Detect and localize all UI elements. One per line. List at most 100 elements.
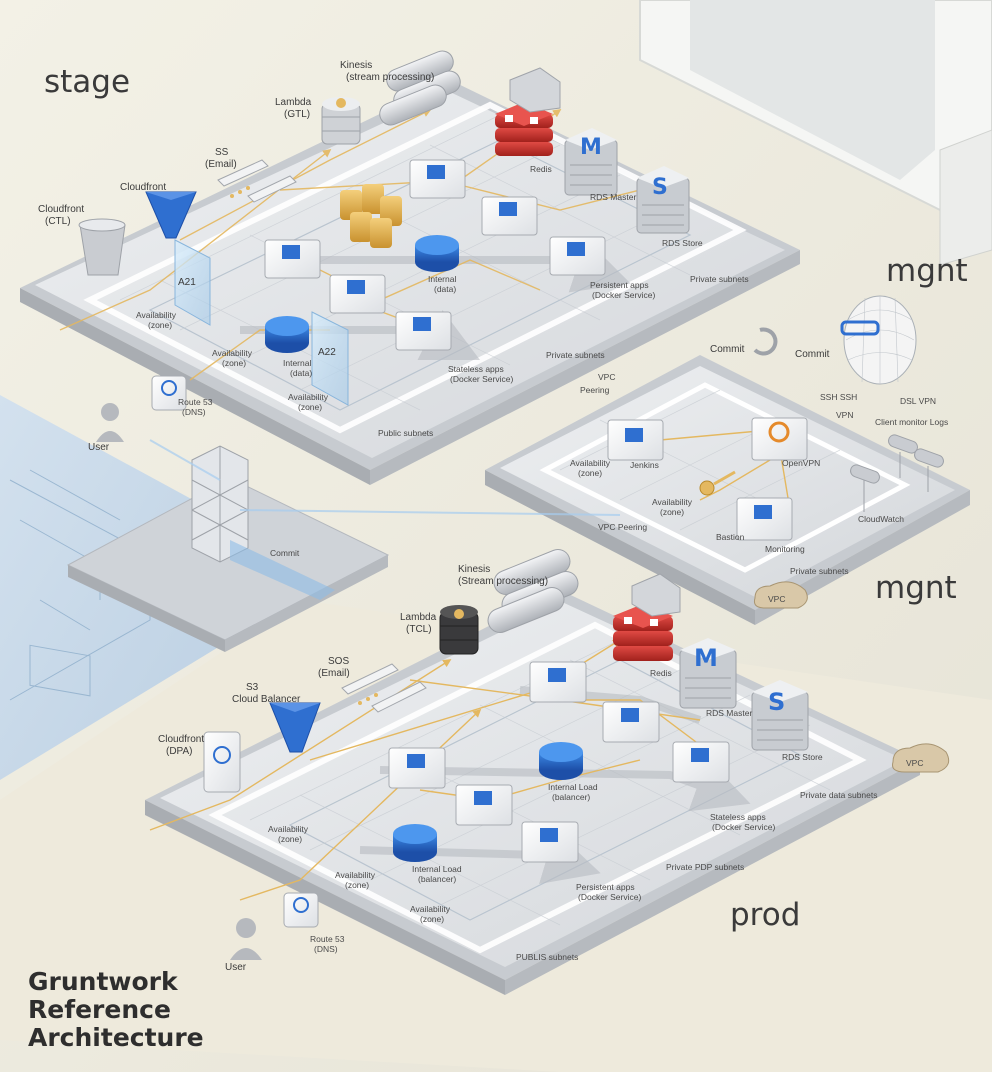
stage-sns-label: SS (215, 147, 229, 158)
mgnt-bastion-cube (736, 497, 793, 541)
prod-lambda-sub: (TCL) (406, 624, 432, 635)
prod-persistent-label: Persistent apps (576, 882, 635, 892)
stage-private-subnets2-label: Private subnets (546, 350, 605, 360)
stage-redis-icon (495, 102, 553, 156)
prod-availability2-label: Availability (335, 870, 376, 880)
stage-az1-label: A21 (178, 277, 196, 288)
stage-house-icon (509, 67, 561, 113)
prod-rds-master-icon: M (679, 638, 737, 709)
stage-availability2-sub: (zone) (222, 358, 246, 368)
cloudwatch-cameras-icon (850, 434, 944, 512)
prod-internal2-sub: (balancer) (418, 874, 456, 884)
stage-rds-store-label: RDS Store (662, 238, 703, 248)
prod-availability1-label: Availability (268, 824, 309, 834)
prod-sos-bar-icon (341, 663, 427, 713)
prod-route53-label: Route 53 (310, 934, 345, 944)
prod-kinesis-sub: (Stream processing) (458, 576, 548, 587)
stage-sns-sub: (Email) (205, 159, 237, 170)
prod-availability3-sub: (zone) (420, 914, 444, 924)
mgnt-monitoring-label: Monitoring (765, 544, 805, 554)
prod-internal1-sub: (balancer) (552, 792, 590, 802)
stage-kinesis-label: Kinesis (340, 60, 372, 71)
prod-rds-store-label: RDS Store (782, 752, 823, 762)
stage-lambda-label: Lambda (275, 97, 312, 108)
stage-availability3-label: Availability (288, 392, 329, 402)
prod-kinesis-label: Kinesis (458, 564, 490, 575)
prod-vpc-badge-label: VPC (906, 758, 923, 768)
prod-s3-sub: Cloud Balancer (232, 694, 301, 705)
stage-vpc-label: VPC (598, 372, 615, 382)
center-commit-label: Commit (270, 548, 300, 558)
stage-private-subnets-label: Private subnets (690, 274, 749, 284)
stage-route53-icon (151, 375, 187, 411)
env-label-mgnt-mid: mgnt (875, 570, 957, 606)
stage-lambda-sub: (GTL) (284, 109, 310, 120)
mgnt-jenkins-cube (607, 419, 664, 461)
prod-user-label: User (225, 962, 247, 973)
svg-text:M: M (694, 644, 718, 672)
env-label-stage: stage (44, 64, 130, 100)
env-label-prod: prod (730, 897, 800, 933)
prod-user-icon (230, 918, 262, 960)
stage-user-icon (96, 403, 124, 442)
key-icon (699, 470, 736, 496)
svg-text:M: M (580, 135, 602, 160)
prod-rds-master-label: RDS Master (706, 708, 752, 718)
kinesis-pipes-icon (379, 50, 461, 126)
mgnt-availability-sub: (zone) (578, 468, 602, 478)
svg-text:S: S (652, 175, 668, 200)
stage-rds-master-label: RDS Master (590, 192, 636, 202)
mgnt-bastion-label: Bastion (716, 532, 745, 542)
stage-stateless-sub: (Docker Service) (450, 374, 513, 384)
mgnt-vpc-badge (754, 581, 808, 609)
prod-availability3-label: Availability (410, 904, 451, 914)
stage-internal1-sub: (data) (434, 284, 456, 294)
prod-vpc-badge (892, 743, 950, 773)
prod-lambda-label: Lambda (400, 612, 437, 623)
prod-public-subnets-label: PUBLIS subnets (516, 952, 578, 962)
prod-cloudfront-sub: (DPA) (166, 746, 192, 757)
mgnt-labels: Commit Commit SSH SSH VPN DSL VPN Client… (570, 344, 948, 604)
prod-route53-icon (283, 892, 319, 928)
stage-public-subnets-label: Public subnets (378, 428, 433, 438)
stage-internal2-sub: (data) (290, 368, 312, 378)
mgnt-cloudwatch-label: CloudWatch (858, 514, 904, 524)
prod-disk-2 (393, 824, 437, 862)
stage-persistent-sub: (Docker Service) (592, 290, 655, 300)
prod-s3-label: S3 (246, 682, 259, 693)
prod-private-data-label: Private data subnets (800, 790, 878, 800)
prod-stateless-sub: (Docker Service) (712, 822, 775, 832)
mgnt-vpn-label: VPN (836, 410, 853, 420)
wireframe-head-icon (840, 295, 917, 385)
stage-internal-disk-2 (265, 316, 309, 353)
cloudfront-bucket-icon (78, 218, 126, 276)
stage-internal-disk-1 (415, 235, 459, 272)
stage-availability3-sub: (zone) (298, 402, 322, 412)
lambda-stack-icon (321, 97, 361, 145)
diagram-title: Gruntwork Reference Architecture (28, 967, 204, 1052)
prod-kinesis-pipes-icon (487, 549, 579, 633)
prod-sos-sub: (Email) (318, 668, 350, 679)
mgnt-jenkins-label: Jenkins (630, 460, 659, 470)
mgnt-vpc-badge-label: VPC (768, 594, 785, 604)
stage-rds-store-icon: S (636, 166, 690, 234)
stage-internal2-label: Internal (283, 358, 311, 368)
stage-service-cubes (264, 159, 606, 351)
prod-funnel-icon (269, 702, 321, 753)
stage-internal1-label: Internal (428, 274, 456, 284)
cloudfront-funnel-icon (145, 191, 197, 239)
window-frame (639, 0, 992, 266)
prod-rds-store-icon: S (751, 680, 809, 751)
prod-availability1-sub: (zone) (278, 834, 302, 844)
prod-lambda-stack-icon (439, 605, 479, 655)
mgnt-openvpn-label: OpenVPN (782, 458, 820, 468)
mgnt-openvpn-cube (751, 417, 808, 461)
stage-cloudfront2-sub: (CTL) (45, 216, 71, 227)
stage-route53-label: Route 53 (178, 397, 213, 407)
prod-availability2-sub: (zone) (345, 880, 369, 890)
prod-disk-1 (539, 742, 583, 780)
prod-internal1-label: Internal Load (548, 782, 598, 792)
stage-az2-label: A22 (318, 347, 336, 358)
